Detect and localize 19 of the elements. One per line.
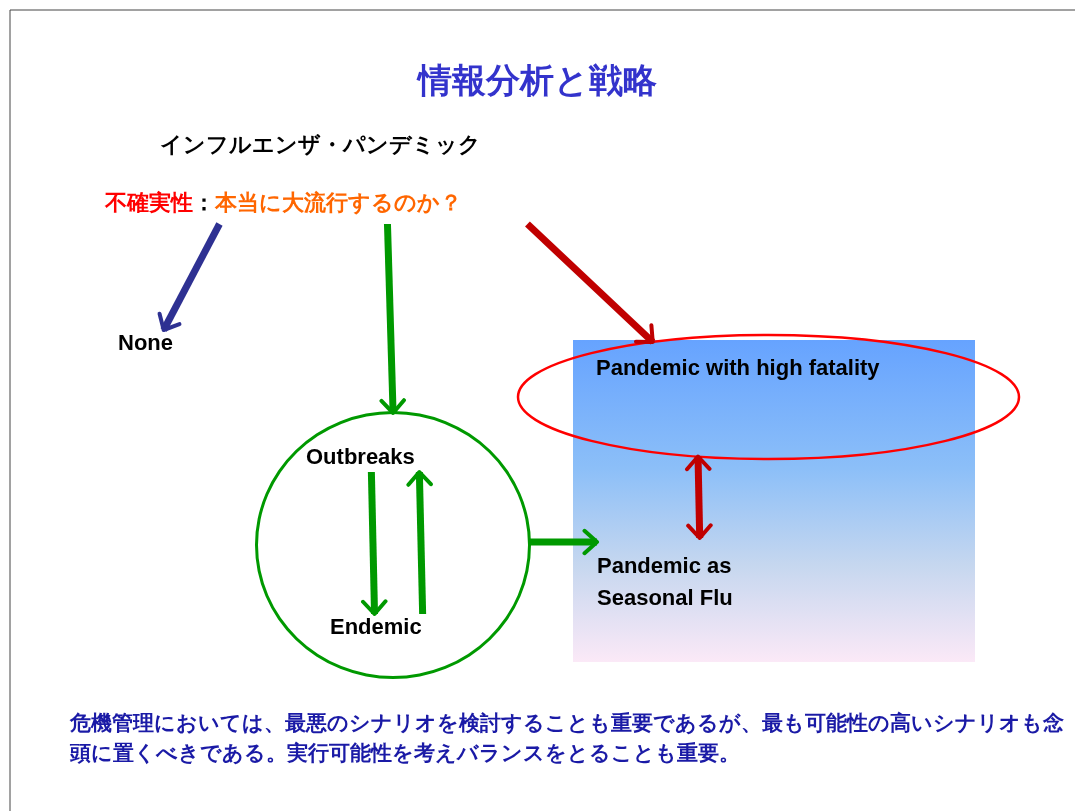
scenario-label: Pandemic as Seasonal Flu: [597, 538, 787, 620]
arrow: [406, 470, 433, 615]
arrow: [361, 471, 388, 616]
arrow: [379, 223, 406, 415]
question-text: 本当に大流行するのか？: [215, 190, 462, 215]
note-text: 危機管理においては、最悪のシナリオを検討することも重要であるが、最も可能性の高いシナリオも念頭に置くべきである。実行可能性を考えバランスをとることも重要。: [70, 710, 1065, 767]
scenario-label: Outbreaks: [306, 444, 446, 472]
arrow: [157, 222, 223, 332]
arrow: [685, 454, 713, 540]
scenario-label: Pandemic with high fatality: [596, 355, 880, 381]
scenario-label: None: [118, 330, 198, 362]
separator-text: ：: [193, 190, 215, 215]
title: 情報分析と戦略: [415, 60, 658, 101]
question-text: 不確実性: [105, 190, 193, 215]
arrow: [528, 528, 599, 556]
subtitle: インフルエンザ・パンデミック: [160, 131, 481, 159]
scenario-label: Endemic: [330, 614, 450, 642]
arrow: [525, 221, 656, 345]
gradient-panel: [573, 340, 975, 662]
